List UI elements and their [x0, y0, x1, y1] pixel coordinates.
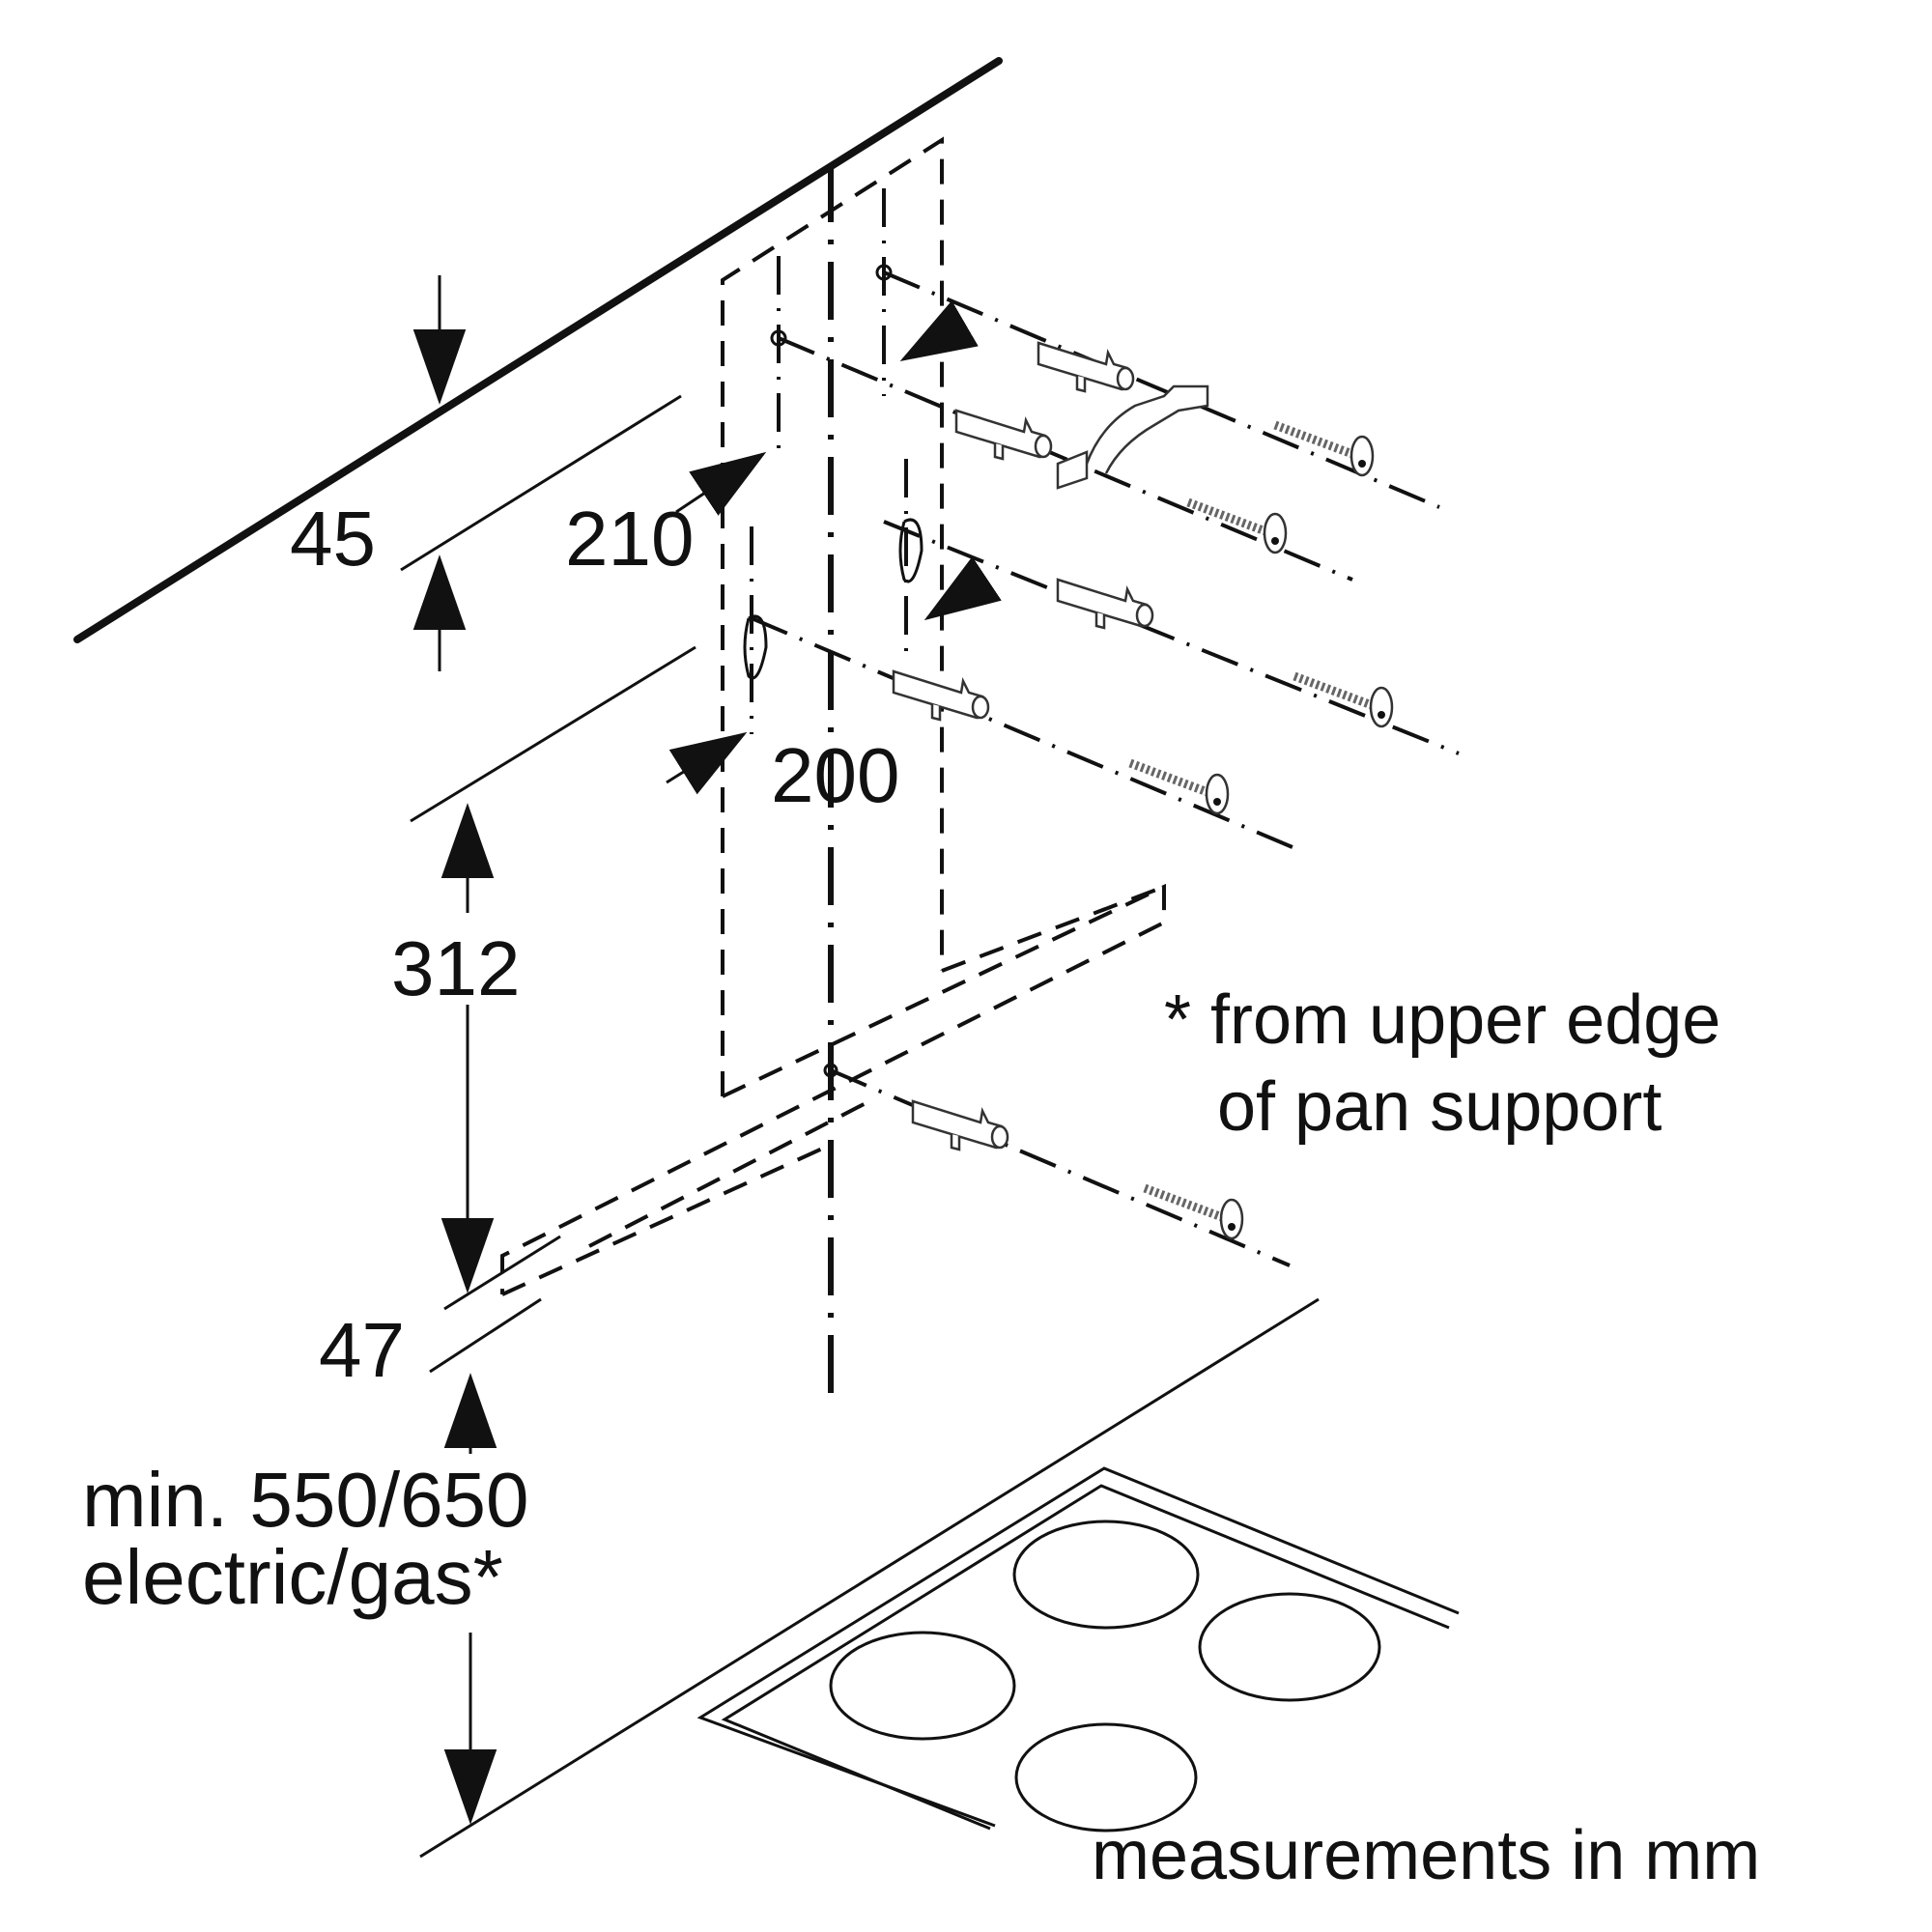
- burner-icon: [1198, 1592, 1381, 1702]
- dim-200-label: 200: [771, 732, 899, 818]
- burner-icon: [1014, 1722, 1198, 1833]
- burner-icon: [829, 1631, 1016, 1741]
- screw-icon: [1145, 1188, 1242, 1238]
- clearance-line2: electric/gas*: [82, 1534, 503, 1620]
- dimension-200: 200: [666, 556, 1002, 818]
- screw-icon: [1130, 763, 1228, 813]
- screw-icon: [1294, 676, 1392, 726]
- reference-line: [429, 1297, 542, 1374]
- clearance-line1: min. 550/650: [82, 1457, 529, 1543]
- dimension-45: 45: [290, 275, 682, 671]
- reference-line: [443, 1235, 561, 1311]
- wall-plug-icon: [1056, 578, 1154, 630]
- dim-210-label: 210: [565, 496, 694, 582]
- wall-plug-icon: [1037, 341, 1135, 393]
- wall-plug-icon: [954, 409, 1053, 461]
- units-note: measurements in mm: [1092, 1817, 1760, 1894]
- footnote-line1: * from upper edge: [1164, 981, 1720, 1059]
- dimension-312: 312: [391, 803, 520, 1293]
- drill-lines: [751, 270, 1460, 1267]
- wall-plugs: [892, 341, 1154, 1151]
- dim-312-label: 312: [391, 925, 520, 1011]
- screw-icon: [1188, 502, 1286, 553]
- bracket-icon: [1056, 384, 1209, 490]
- wall-plug-icon: [911, 1099, 1009, 1151]
- dim-47-label: 47: [319, 1307, 405, 1393]
- screw-icon: [1275, 425, 1373, 475]
- burner-icon: [1012, 1520, 1200, 1630]
- reference-line: [410, 645, 696, 823]
- footnote-line2: of pan support: [1217, 1068, 1662, 1146]
- cooktop: [696, 1466, 1460, 1833]
- dim-45-label: 45: [290, 496, 376, 582]
- wall-plug-icon: [892, 669, 990, 722]
- ceiling-line: [73, 57, 1003, 643]
- worktop-edge: [419, 1297, 1320, 1859]
- dimension-210: 210: [565, 300, 979, 582]
- dimension-clearance: min. 550/650 electric/gas*: [82, 1373, 529, 1825]
